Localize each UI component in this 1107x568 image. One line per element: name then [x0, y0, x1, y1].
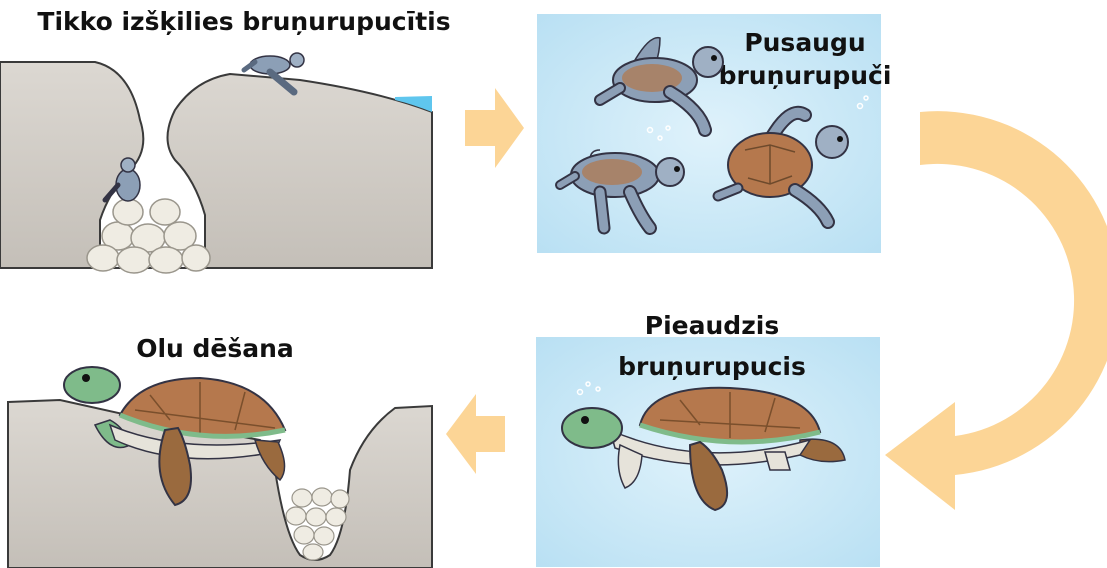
hatchling-stage-title: Tikko izšķilies bruņurupucītis [37, 7, 450, 36]
adult-stage-title-line1: Pieaudzis [645, 311, 779, 340]
arrow-right-icon [465, 88, 524, 168]
juveniles-stage-title-line1: Pusaugu [744, 28, 865, 57]
hatchling-stage: Tikko izšķilies bruņurupucītis [0, 7, 451, 273]
arrow-left-icon [446, 394, 505, 474]
adult-stage: Pieaudzis bruņurupucis [536, 311, 880, 567]
juveniles-stage: Pusaugu bruņurupuči [537, 14, 891, 253]
laying-stage: Olu dēšana [8, 334, 432, 568]
egg-laying-illustration [8, 367, 432, 568]
egg-clutch [87, 199, 210, 273]
adult-stage-title-line2: bruņurupucis [618, 352, 806, 381]
juveniles-stage-title-line2: bruņurupuči [719, 61, 892, 90]
beach-nest-illustration [0, 53, 432, 273]
laying-stage-title: Olu dēšana [136, 334, 294, 363]
curved-arrow-icon [885, 111, 1107, 510]
